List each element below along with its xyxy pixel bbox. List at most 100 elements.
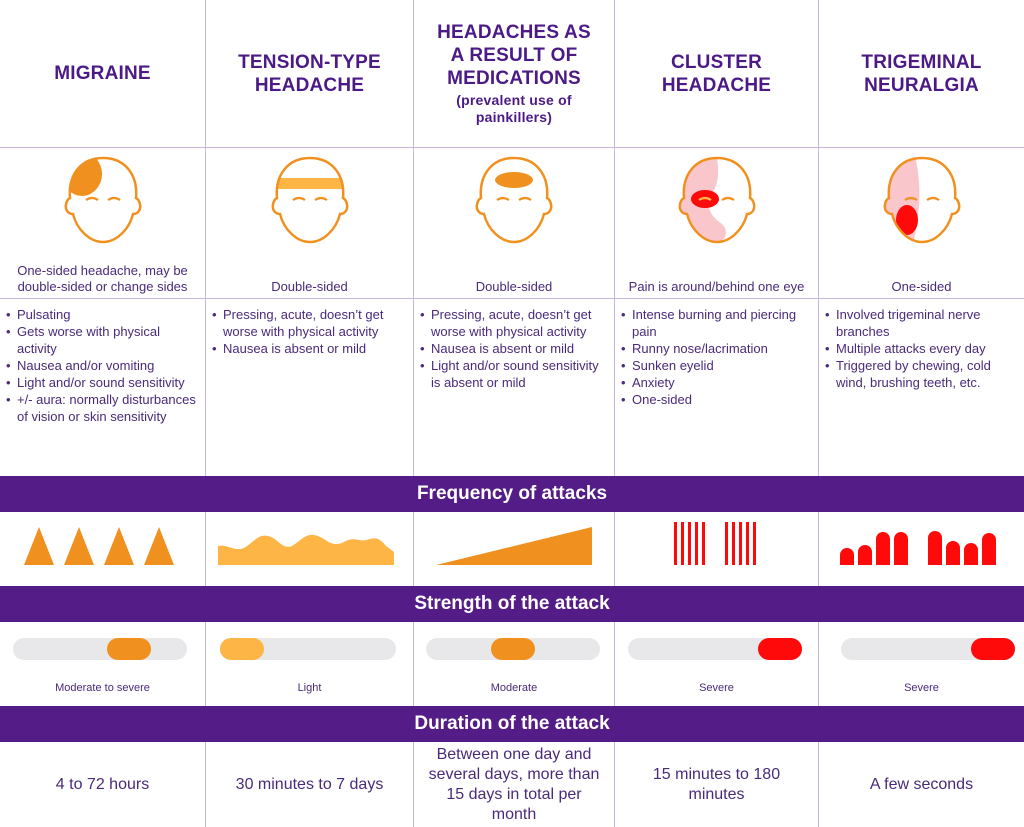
head-migraine-icon: [64, 156, 141, 244]
strength-label: Severe: [699, 682, 734, 694]
duration-cell: 15 minutes to 180 minutes: [652, 765, 781, 803]
strength-meter: [841, 638, 1015, 660]
divider: [0, 147, 1024, 148]
list-item: Light and/or sound sensitivity is absent…: [420, 357, 610, 391]
strength-meter: [220, 638, 396, 660]
strength-indicator: [220, 638, 264, 660]
face-cell-medications: Double-sided: [414, 148, 614, 298]
section-header-duration: Duration of the attack: [0, 706, 1024, 742]
divider: [614, 0, 615, 476]
location-caption: Double-sided: [271, 279, 348, 294]
location-caption: Double-sided: [475, 279, 553, 294]
bar-clusters-icon: [674, 522, 756, 565]
divider: [413, 0, 414, 476]
divider: [413, 622, 414, 706]
frequency-cell-trigeminal: [819, 512, 1024, 586]
divider: [818, 0, 819, 476]
list-item: Nausea and/or vomiting: [6, 357, 201, 374]
location-caption: Pain is around/behind one eye: [628, 279, 805, 294]
head-cluster-icon: [678, 156, 755, 244]
face-cell-tension: Double-sided: [206, 148, 413, 298]
symptom-list-cluster: Intense burning and piercing pain Runny …: [615, 306, 818, 408]
symptom-list-medications: Pressing, acute, doesn’t get worse with …: [414, 306, 614, 391]
divider: [205, 622, 206, 706]
strength-meter: [13, 638, 187, 660]
duration-cell: Between one day and several days, more t…: [428, 745, 600, 823]
head-trigeminal-icon: [883, 156, 960, 244]
divider: [413, 512, 414, 586]
head-medications-icon: [475, 156, 553, 244]
divider: [818, 742, 819, 827]
face-cell-trigeminal: One-sided: [819, 148, 1024, 298]
list-item: One-sided: [621, 391, 814, 408]
strength-indicator: [106, 638, 151, 660]
divider: [818, 512, 819, 586]
list-item: Nausea is absent or mild: [420, 340, 610, 357]
strength-label: Light: [297, 682, 322, 694]
duration-cell: 30 minutes to 7 days: [235, 775, 384, 793]
ramp-icon: [436, 527, 592, 565]
strength-indicator: [491, 638, 535, 660]
strength-label: Moderate to severe: [55, 682, 150, 694]
divider: [413, 742, 414, 827]
symptom-list-migraine: Pulsating Gets worse with physical activ…: [0, 306, 205, 425]
strength-label: Moderate: [490, 682, 538, 694]
divider: [614, 622, 615, 706]
divider: [614, 512, 615, 586]
face-cell-cluster: Pain is around/behind one eye: [615, 148, 818, 298]
list-item: Pulsating: [6, 306, 201, 323]
list-item: Pressing, acute, doesn’t get worse with …: [212, 306, 409, 340]
column-subheader: (prevalent use of painkillers): [456, 92, 572, 125]
list-item: Gets worse with physical activity: [6, 323, 201, 357]
section-header-strength: Strength of the attack: [0, 586, 1024, 622]
frequency-cell-migraine: [0, 512, 205, 586]
column-header-cluster: CLUSTER HEADACHE: [661, 51, 772, 96]
list-item: Multiple attacks every day: [825, 340, 1020, 357]
duration-cell: A few seconds: [869, 775, 974, 793]
list-item: Triggered by chewing, cold wind, brushin…: [825, 357, 1020, 391]
duration-cell: 4 to 72 hours: [55, 775, 150, 793]
divider: [205, 512, 206, 586]
divider: [614, 742, 615, 827]
list-item: Runny nose/lacrimation: [621, 340, 814, 357]
strength-indicator: [758, 638, 802, 660]
symptom-list-trigeminal: Involved trigeminal nerve branches Multi…: [819, 306, 1024, 391]
location-caption: One-sided headache, may be double-sided …: [17, 263, 188, 294]
divider: [0, 298, 1024, 299]
column-header-trigeminal: TRIGEMINAL NEURALGIA: [861, 51, 982, 96]
frequency-cell-cluster: [615, 512, 818, 586]
column-header-migraine: MIGRAINE: [54, 63, 151, 84]
face-cell-migraine: One-sided headache, may be double-sided …: [0, 148, 205, 298]
list-item: Light and/or sound sensitivity: [6, 374, 201, 391]
wave-pattern-icon: [218, 534, 394, 565]
list-item: Pressing, acute, doesn’t get worse with …: [420, 306, 610, 340]
frequency-cell-tension: [206, 512, 413, 586]
list-item: Involved trigeminal nerve branches: [825, 306, 1020, 340]
divider: [205, 742, 206, 827]
section-header-frequency: Frequency of attacks: [0, 476, 1024, 512]
list-item: Sunken eyelid: [621, 357, 814, 374]
column-header-tension: TENSION-TYPE HEADACHE: [238, 51, 381, 96]
divider: [818, 622, 819, 706]
divider: [205, 0, 206, 476]
list-item: +/- aura: normally disturbances of visio…: [6, 391, 201, 425]
strength-cell-cluster: Severe: [615, 622, 818, 706]
strength-cell-medications: Moderate: [414, 622, 614, 706]
list-item: Intense burning and piercing pain: [621, 306, 814, 340]
list-item: Anxiety: [621, 374, 814, 391]
strength-cell-migraine: Moderate to severe: [0, 622, 205, 706]
symptom-list-tension: Pressing, acute, doesn’t get worse with …: [206, 306, 413, 357]
strength-meter: [426, 638, 600, 660]
head-tension-icon: [271, 156, 348, 244]
triangle-peaks-icon: [24, 527, 174, 565]
column-header-medications: HEADACHES AS A RESULT OF MEDICATIONS(pre…: [414, 0, 614, 147]
strength-cell-trigeminal: Severe: [819, 622, 1024, 706]
rounded-bars-icon: [840, 531, 996, 565]
strength-cell-tension: Light: [206, 622, 413, 706]
list-item: Nausea is absent or mild: [212, 340, 409, 357]
strength-label: Severe: [904, 682, 939, 694]
strength-indicator: [971, 638, 1015, 660]
strength-meter: [628, 638, 802, 660]
frequency-cell-medications: [414, 512, 614, 586]
location-caption: One-sided: [891, 279, 952, 294]
